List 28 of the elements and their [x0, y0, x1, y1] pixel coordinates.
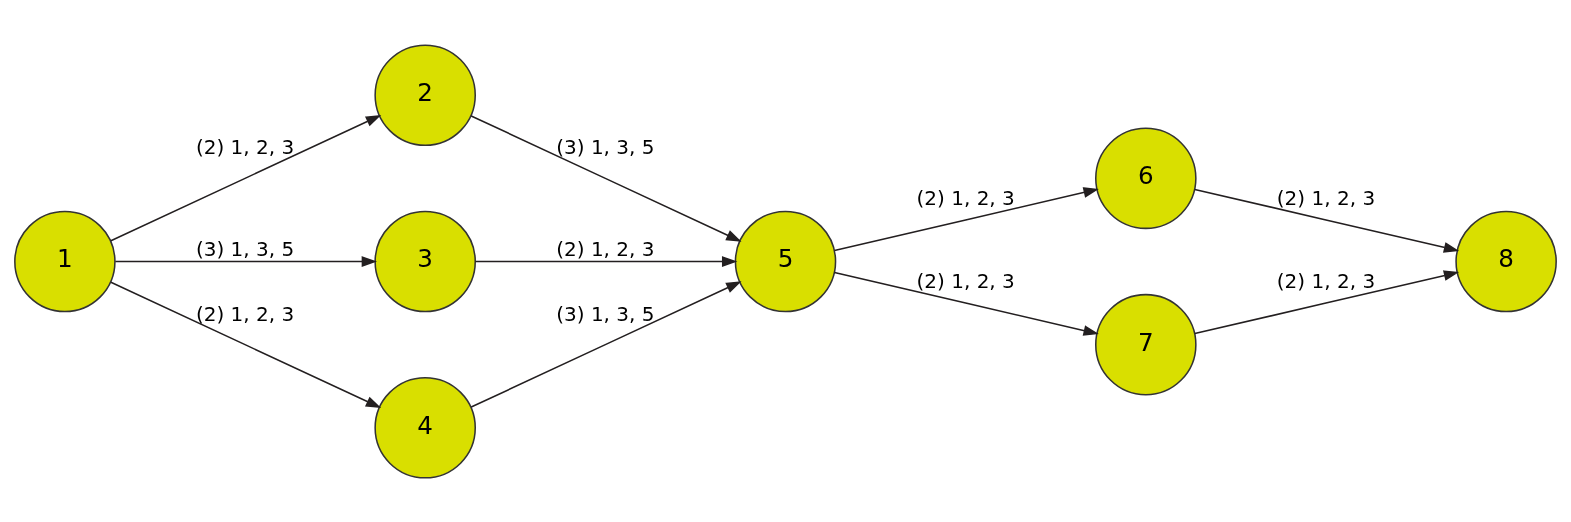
arrow	[474, 255, 738, 267]
edge-label: (2) 1, 2, 3	[1276, 185, 1376, 210]
edge-label: (2) 1, 2, 3	[916, 268, 1015, 293]
arrow	[833, 186, 1099, 251]
node-circle: 2	[374, 43, 476, 146]
node-circle: 3	[374, 210, 476, 312]
node-circle: 5	[734, 210, 837, 312]
edge-label: (3) 1, 3, 5	[556, 134, 655, 159]
arrow	[110, 114, 382, 242]
arrow	[1194, 269, 1460, 334]
edge-label: (3) 1, 3, 5	[556, 301, 655, 326]
arrow	[833, 271, 1099, 336]
edge-label: (2) 1, 2, 3	[1276, 268, 1376, 293]
edge-label: (2) 1, 2, 3	[195, 134, 295, 159]
edge-label: (2) 1, 2, 3	[916, 185, 1015, 210]
edge-label: (2) 1, 2, 3	[556, 236, 655, 261]
node-circle: 6	[1095, 127, 1197, 229]
edge-label: (3) 1, 3, 5	[195, 236, 295, 261]
node-circle: 4	[374, 376, 476, 479]
node-circle: 7	[1095, 293, 1197, 395]
arrow	[114, 255, 378, 267]
arrow	[110, 280, 382, 408]
edge-label: (2) 1, 2, 3	[195, 301, 295, 326]
node-circle: 1	[14, 210, 116, 312]
arrow	[470, 280, 742, 408]
arrow	[1194, 188, 1460, 253]
node-circle: 8	[1455, 210, 1557, 312]
arrow	[470, 114, 742, 242]
